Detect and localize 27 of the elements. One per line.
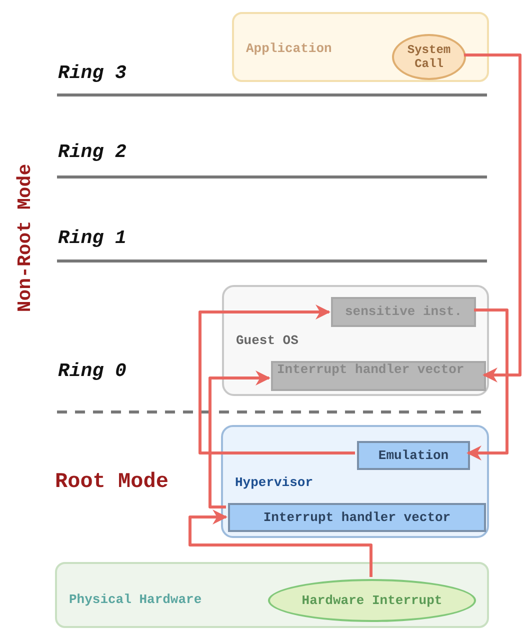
node-label: Hypervisor [235,475,314,490]
layer-box [55,562,489,628]
node-label: Emulation [377,448,450,464]
node-label: Application [246,41,332,56]
ring-label: Ring 0 [58,360,126,382]
node-label: Hardware Interrupt [300,592,444,608]
process-box [357,441,470,470]
process-box [271,361,486,391]
node-label: Guest OS [236,333,298,348]
node-label: System Call [406,42,452,72]
arrow [198,304,355,454]
ring-label: Ring 1 [58,227,126,249]
arrow [464,54,522,382]
layer-box [222,285,489,396]
layer-box [221,425,489,538]
process-box [331,297,476,327]
node-label: Physical Hardware [69,592,202,607]
arrow [208,370,270,508]
mode-label: Root Mode [55,471,168,494]
process-box [228,503,486,532]
mode-label: Non-Root Mode [14,164,36,312]
ring-label: Ring 3 [58,62,126,84]
node-label: Interrupt handler vector [262,510,452,526]
arrow [188,510,372,577]
arrow [466,308,508,460]
ring-label: Ring 2 [58,141,126,163]
layer-box [232,12,489,82]
